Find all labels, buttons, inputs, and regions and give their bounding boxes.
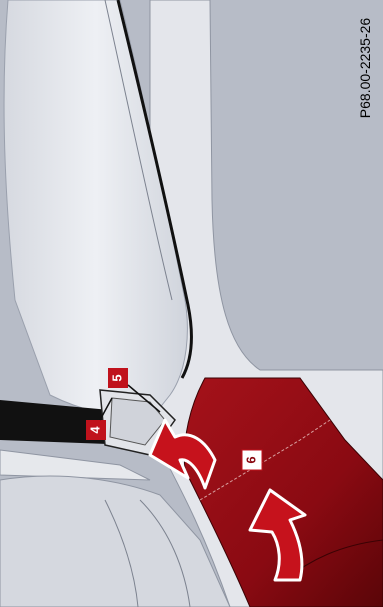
callout-4: 4 (86, 420, 106, 440)
callout-6: 6 (242, 450, 262, 470)
callout-4-label: 4 (87, 426, 102, 434)
reference-code-text: P68.00-2235-26 (357, 18, 373, 118)
callout-6-label: 6 (243, 456, 258, 463)
callout-5: 5 (108, 368, 128, 388)
reference-code: P68.00-2235-26 (350, 8, 380, 128)
callout-5-label: 5 (109, 374, 124, 381)
